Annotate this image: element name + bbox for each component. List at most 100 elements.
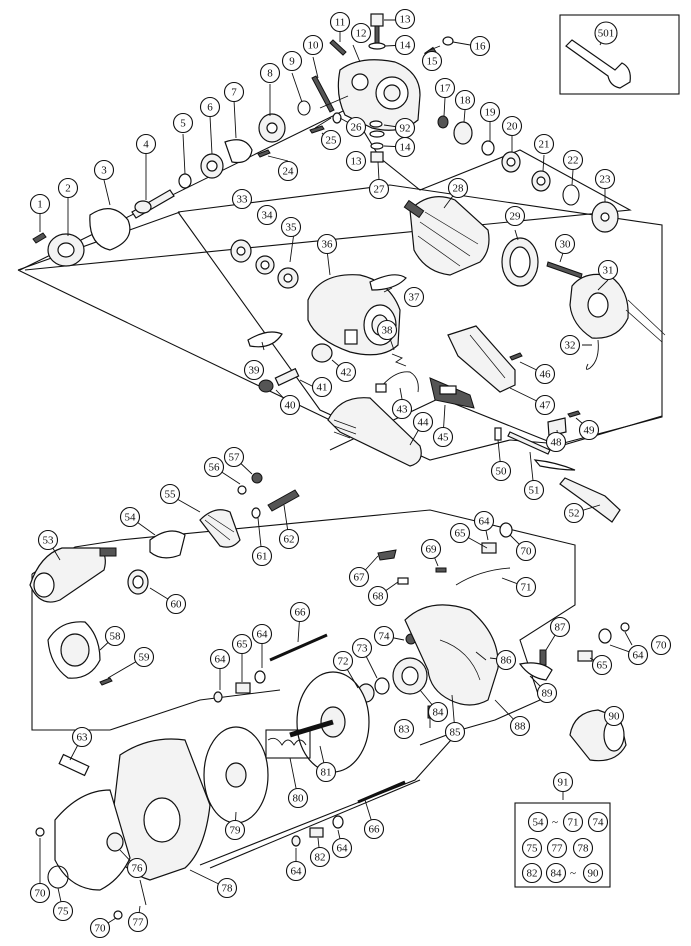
- svg-text:501: 501: [598, 28, 615, 40]
- part-callout-24: 24: [277, 160, 299, 182]
- part-callout-62: 62: [278, 528, 300, 550]
- svg-text:82: 82: [527, 868, 538, 880]
- part-callout-8: 8: [259, 62, 281, 84]
- svg-text:64: 64: [479, 516, 491, 528]
- part-callout-25: 25: [320, 129, 342, 151]
- svg-text:55: 55: [165, 489, 177, 501]
- svg-text:47: 47: [540, 400, 552, 412]
- part-callout-54: 54: [119, 506, 141, 528]
- svg-text:3: 3: [101, 165, 107, 177]
- svg-text:11: 11: [335, 17, 346, 29]
- part-callout-10: 10: [302, 34, 324, 56]
- part-callout-86: 86: [495, 649, 517, 671]
- svg-text:54: 54: [125, 512, 137, 524]
- part-callout-30: 30: [554, 233, 576, 255]
- part-callout-31: 31: [597, 259, 619, 281]
- svg-text:65: 65: [237, 639, 249, 651]
- svg-text:26: 26: [351, 122, 363, 134]
- part-callout-64: 64: [285, 860, 307, 882]
- svg-text:9: 9: [289, 56, 295, 68]
- part-callout-41: 41: [311, 376, 333, 398]
- svg-text:69: 69: [426, 544, 438, 556]
- svg-text:65: 65: [597, 660, 609, 672]
- kit-item-77: 77: [546, 837, 568, 859]
- svg-text:44: 44: [418, 417, 430, 429]
- svg-text:57: 57: [229, 452, 241, 464]
- part-callout-60: 60: [165, 593, 187, 615]
- svg-text:65: 65: [455, 528, 467, 540]
- kit-range-separator: ~: [570, 868, 576, 880]
- part-callout-3: 3: [93, 159, 115, 181]
- part-callout-79: 79: [224, 819, 246, 841]
- part-callout-22: 22: [562, 149, 584, 171]
- part-callout-90: 90: [603, 705, 625, 727]
- svg-text:14: 14: [400, 142, 412, 154]
- svg-text:22: 22: [568, 155, 579, 167]
- part-callout-13: 13: [345, 150, 367, 172]
- part-callout-80: 80: [287, 787, 309, 809]
- part-callout-4: 4: [135, 133, 157, 155]
- part-callout-75: 75: [52, 900, 74, 922]
- svg-text:40: 40: [285, 400, 297, 412]
- svg-text:75: 75: [58, 906, 70, 918]
- part-callout-43: 43: [391, 398, 413, 420]
- part-callout-39: 39: [243, 359, 265, 381]
- svg-text:64: 64: [291, 866, 303, 878]
- part-callout-32: 32: [559, 334, 581, 356]
- part-callout-68: 68: [367, 585, 389, 607]
- svg-text:21: 21: [539, 139, 550, 151]
- part-callout-21: 21: [533, 133, 555, 155]
- svg-text:86: 86: [501, 655, 513, 667]
- svg-text:64: 64: [215, 654, 227, 666]
- part-callout-33: 33: [231, 188, 253, 210]
- part-callout-83: 83: [393, 718, 415, 740]
- part-callout-61: 61: [251, 545, 273, 567]
- part-callout-50: 50: [490, 460, 512, 482]
- gear-case-parts: [32, 13, 619, 267]
- svg-text:10: 10: [308, 40, 320, 52]
- svg-text:78: 78: [222, 883, 234, 895]
- svg-text:24: 24: [283, 166, 295, 178]
- part-callout-64: 64: [473, 510, 495, 532]
- part-callout-88: 88: [509, 715, 531, 737]
- svg-text:89: 89: [542, 688, 554, 700]
- part-callout-58: 58: [104, 625, 126, 647]
- part-callout-45: 45: [432, 426, 454, 448]
- svg-text:8: 8: [267, 68, 273, 80]
- svg-text:38: 38: [382, 325, 394, 337]
- part-callout-91: 91: [552, 771, 574, 793]
- part-callout-89: 89: [536, 682, 558, 704]
- svg-text:84: 84: [551, 868, 563, 880]
- wrench-box: [559, 14, 680, 95]
- svg-text:59: 59: [139, 652, 151, 664]
- svg-text:76: 76: [132, 863, 144, 875]
- svg-text:27: 27: [374, 184, 386, 196]
- part-callout-59: 59: [133, 646, 155, 668]
- part-callout-14: 14: [394, 136, 416, 158]
- svg-text:78: 78: [578, 843, 590, 855]
- part-callout-11: 11: [329, 11, 351, 33]
- part-callout-26: 26: [345, 116, 367, 138]
- svg-text:71: 71: [568, 817, 579, 829]
- svg-text:45: 45: [438, 432, 450, 444]
- kit-range-separator: ~: [552, 817, 558, 829]
- part-callout-44: 44: [412, 411, 434, 433]
- svg-text:51: 51: [529, 485, 540, 497]
- svg-text:63: 63: [77, 732, 89, 744]
- part-callout-73: 73: [351, 637, 373, 659]
- svg-text:70: 70: [95, 923, 107, 935]
- svg-text:41: 41: [317, 382, 328, 394]
- part-callout-92: 92: [394, 117, 416, 139]
- part-callout-66: 66: [289, 601, 311, 623]
- part-callout-67: 67: [348, 566, 370, 588]
- svg-text:82: 82: [315, 852, 326, 864]
- part-callout-57: 57: [223, 446, 245, 468]
- kit-item-75: 75: [521, 837, 543, 859]
- part-callout-40: 40: [279, 394, 301, 416]
- part-callout-19: 19: [479, 101, 501, 123]
- part-callout-85: 85: [444, 721, 466, 743]
- part-callout-12: 12: [350, 22, 372, 44]
